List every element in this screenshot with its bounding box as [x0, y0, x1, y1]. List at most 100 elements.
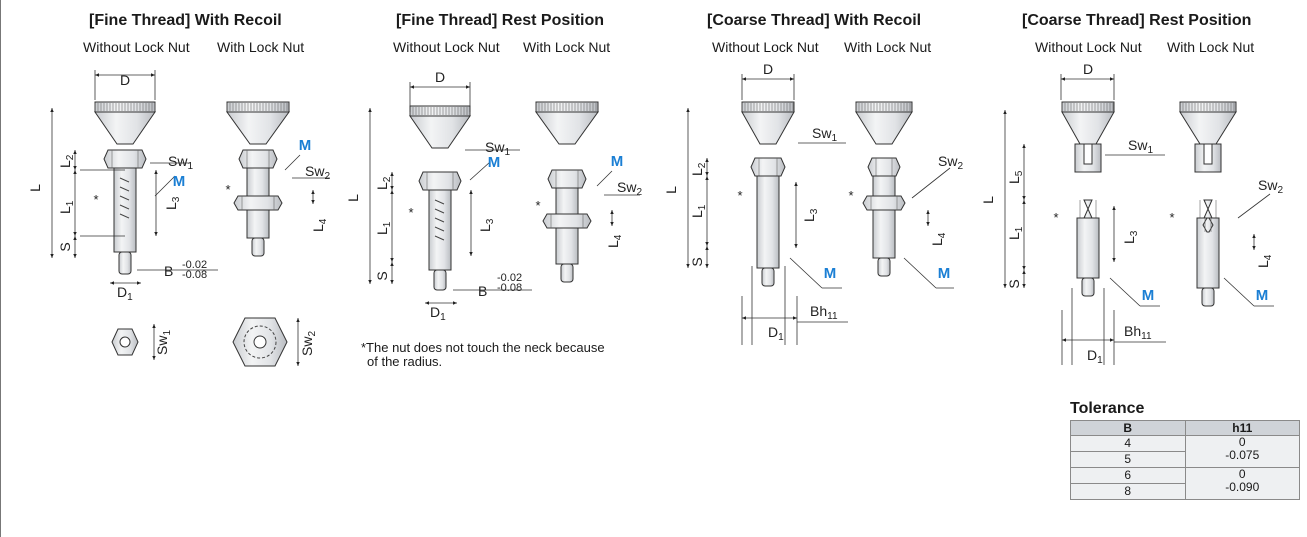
- label-sw1: Sw1: [485, 139, 510, 158]
- pin-fine-rest-locknut-neck: [535, 111, 599, 145]
- label-l: L: [663, 186, 679, 194]
- pin-coarse-recoil-plunger-tip: [761, 267, 775, 287]
- label-l1: L1: [57, 200, 76, 214]
- header-h11: h11: [1184, 420, 1300, 436]
- label-sw1: Sw1: [812, 125, 837, 144]
- pin-fine-recoil-locknut-knurl-head: [226, 101, 290, 113]
- label-with-lock-nut: With Lock Nut: [844, 39, 932, 55]
- pin-fine-recoil-spring-coil: [119, 177, 130, 183]
- cell-h11: 0 -0.090: [1184, 467, 1300, 500]
- dim-line: [1223, 277, 1255, 307]
- dim-line: [469, 161, 491, 181]
- label-sw2-end: Sw2: [299, 331, 318, 356]
- pin-fine-rest-hex-body: [418, 171, 462, 191]
- footnote-line-1: *The nut does not touch the neck because: [361, 340, 605, 355]
- label-without-lock-nut: Without Lock Nut: [393, 39, 500, 55]
- dim-line: [911, 167, 951, 199]
- pin-coarse-rest-neck: [1061, 111, 1115, 145]
- section-title-fine-rest: [Fine Thread] Rest Position: [396, 12, 605, 29]
- label-sw2: Sw2: [617, 179, 642, 198]
- pin-fine-recoil-spring-coil: [119, 195, 130, 201]
- pin-fine-rest-locknut-knurl-head: [535, 101, 599, 113]
- thread-m-label: M: [1142, 287, 1155, 304]
- label-l4: L4: [929, 232, 948, 246]
- tolerance-grid: B h11 4 0 -0.075 5 6 0 -0.090 8: [1070, 420, 1300, 500]
- pin-coarse-recoil-locknut-lock-nut: [862, 195, 906, 211]
- label-l4: L4: [1255, 254, 1274, 268]
- pin-coarse-rest-slot: [1083, 143, 1093, 165]
- footnote: *The nut does not touch the neck because…: [361, 341, 605, 369]
- footnote-line-2: of the radius.: [367, 354, 443, 369]
- thread-m-label: M: [488, 154, 501, 171]
- pin-coarse-rest-threaded-body: [1076, 217, 1100, 279]
- pin-coarse-rest-plunger-tip: [1081, 277, 1095, 297]
- label-b: B: [478, 283, 487, 299]
- label-d1: D1: [430, 304, 446, 323]
- thread-m-label: M: [299, 137, 312, 154]
- pin-coarse-rest-locknut-neck: [1179, 111, 1237, 145]
- pin-coarse-recoil-threaded-body: [756, 175, 780, 269]
- cell-b: 6: [1070, 467, 1186, 484]
- pin-fine-rest-neck: [409, 115, 471, 149]
- asterisk-mark: *: [848, 188, 853, 203]
- section-title-coarse-rest: [Coarse Thread] Rest Position: [1022, 12, 1252, 29]
- pin-fine-rest-locknut-hex-body: [547, 169, 587, 189]
- pin-coarse-rest-locknut-knurl-head: [1179, 101, 1237, 113]
- cell-h11-upper: 0: [1238, 467, 1246, 481]
- header-b: B: [1070, 420, 1186, 436]
- table-row: 4 0 -0.075: [1070, 435, 1300, 468]
- label-l2: L2: [57, 154, 76, 168]
- dim-line: [903, 257, 937, 289]
- label-without-lock-nut: Without Lock Nut: [712, 39, 819, 55]
- dim-line: [1109, 277, 1141, 307]
- label-sw1-end: Sw1: [154, 330, 173, 355]
- cell-h11-lower: -0.075: [1225, 448, 1260, 462]
- dim-line: [284, 154, 301, 171]
- label-bh11: Bh11: [810, 303, 838, 322]
- label-without-lock-nut: Without Lock Nut: [1035, 39, 1142, 55]
- thread-m-label: M: [1256, 287, 1269, 304]
- pin-coarse-recoil-locknut-neck: [855, 111, 913, 145]
- table-row: 6 0 -0.090: [1070, 467, 1300, 500]
- thread-m-label: M: [824, 265, 837, 282]
- label-l3: L3: [1121, 230, 1140, 244]
- pin-fine-recoil-locknut-plunger-tip: [251, 237, 265, 257]
- label-l2: L2: [374, 176, 393, 190]
- dim-line: [789, 257, 823, 289]
- pin-coarse-recoil-locknut-hex-body: [867, 157, 901, 177]
- asterisk-mark: *: [535, 198, 540, 213]
- label-with-lock-nut: With Lock Nut: [217, 39, 305, 55]
- pin-coarse-rest-hex-body: [1083, 199, 1093, 219]
- pin-coarse-rest-locknut-slot: [1203, 143, 1213, 165]
- pin-coarse-rest-knurl-head: [1061, 101, 1115, 113]
- pin-fine-recoil-hex-body: [103, 149, 147, 169]
- label-l: L: [980, 196, 996, 204]
- locknut-thread-circle: [243, 325, 277, 359]
- pin-coarse-recoil-locknut-threaded-body: [872, 175, 896, 259]
- pin-coarse-rest-locknut-hex-body: [1203, 199, 1213, 219]
- pin-fine-rest-spring-coil: [434, 199, 445, 205]
- pin-fine-recoil-neck: [94, 111, 156, 145]
- hex-end-hole: [119, 336, 131, 348]
- label-sw1: Sw1: [168, 153, 193, 172]
- pin-fine-recoil-spring-coil: [119, 204, 130, 210]
- label-b: B: [164, 263, 173, 279]
- pin-fine-rest-spring-coil: [434, 208, 445, 214]
- tolerance-title: Tolerance: [1070, 400, 1145, 417]
- pin-fine-rest-spring-coil: [434, 217, 445, 223]
- pin-fine-rest-spring-coil: [434, 226, 445, 232]
- pin-fine-recoil-spring-coil: [119, 186, 130, 192]
- label-bh11: Bh11: [1124, 323, 1152, 342]
- pin-fine-recoil-plunger-tip: [118, 251, 132, 275]
- table-row: 5: [1070, 451, 1300, 468]
- label-tol-lower: -0.08: [497, 282, 522, 294]
- label-sw1: Sw1: [1128, 137, 1153, 156]
- label-d: D: [1083, 61, 1093, 77]
- dim-line: [596, 170, 613, 187]
- label-without-lock-nut: Without Lock Nut: [83, 39, 190, 55]
- label-l5: L5: [1006, 170, 1025, 184]
- label-d: D: [435, 69, 445, 85]
- pin-fine-rest-spring-coil: [434, 235, 445, 241]
- asterisk-mark: *: [737, 188, 742, 203]
